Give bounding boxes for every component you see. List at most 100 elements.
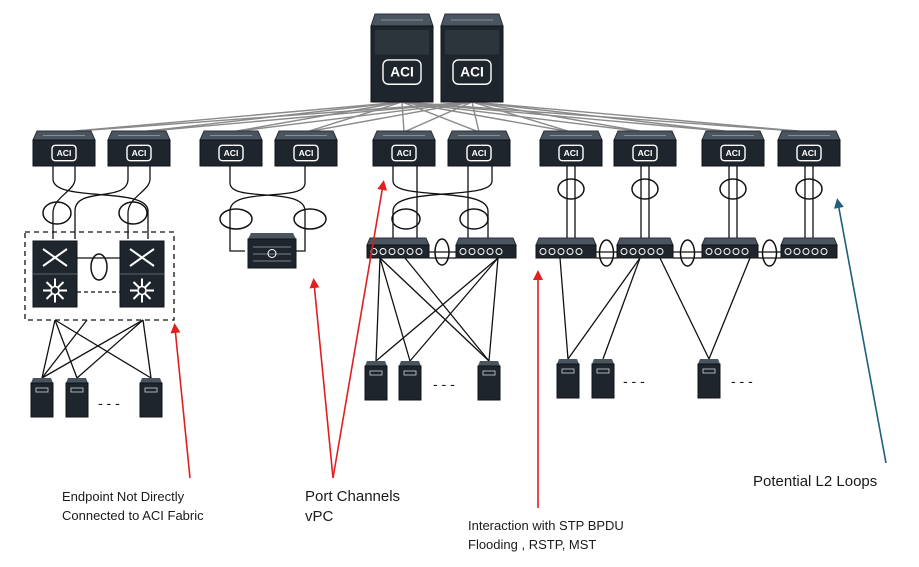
- annotation-port-channels-line2: vPC: [305, 508, 334, 525]
- spine-leaf-link: [471, 101, 646, 133]
- server-body: [65, 382, 89, 418]
- server-top: [365, 361, 387, 366]
- access-top: [780, 237, 838, 246]
- server-top: [698, 359, 720, 364]
- spine-leaf-link: [63, 101, 473, 133]
- access-switch-a: [366, 237, 430, 259]
- aci-logo-text: ACI: [57, 148, 72, 158]
- port-icon: [811, 248, 819, 255]
- aci-logo-border: [796, 144, 822, 162]
- spine-leaf-link: [138, 101, 473, 133]
- port-icon: [459, 248, 467, 255]
- aci-logo-text: ACI: [802, 148, 817, 158]
- aci-logo-border: [391, 144, 417, 162]
- access-port-channel-oval: [434, 238, 450, 266]
- server-link: [41, 319, 56, 379]
- access-top: [366, 237, 430, 246]
- access-top: [455, 237, 517, 246]
- spine-panel: [375, 30, 429, 55]
- aci-logo-text: ACI: [726, 148, 741, 158]
- server-top: [592, 359, 614, 364]
- leaf-front: [701, 139, 765, 167]
- port-icon: [495, 248, 503, 255]
- server-drive: [35, 387, 49, 393]
- server-link: [404, 257, 490, 362]
- uplink-oval: [557, 178, 585, 200]
- server-body: [477, 365, 501, 401]
- spine-leaf-link: [63, 101, 403, 133]
- link-curve: [392, 166, 489, 239]
- aci-logo-text: ACI: [564, 148, 579, 158]
- port-icon: [629, 248, 637, 255]
- aci-leaf-switch-9: ACI: [701, 130, 765, 167]
- server: [398, 361, 422, 401]
- annotation-port-channels-line1: Port Channels: [305, 488, 401, 505]
- server-body: [398, 365, 422, 401]
- aci-logo-text: ACI: [299, 148, 314, 158]
- server-body: [139, 382, 163, 418]
- server-link: [708, 257, 751, 360]
- server-link: [76, 319, 144, 379]
- port-icon: [638, 248, 646, 255]
- spine-leaf-link: [471, 101, 572, 133]
- server-link: [41, 319, 88, 379]
- port-icon: [388, 248, 396, 255]
- port-icon: [486, 248, 494, 255]
- port-icon: [548, 248, 556, 255]
- aci-logo-icon: ACI: [452, 59, 492, 85]
- access-switch-b: [455, 237, 517, 259]
- starburst-icon: [50, 285, 60, 296]
- server: [65, 378, 89, 418]
- aci-logo-icon: ACI: [720, 144, 746, 162]
- fabric-interconnect-b: [119, 240, 165, 308]
- server-link: [379, 257, 411, 362]
- chain-oval: [679, 239, 696, 267]
- port-icon: [566, 248, 574, 255]
- port-icon: [406, 248, 414, 255]
- uplink-oval: [795, 178, 823, 200]
- port-icon: [477, 248, 485, 255]
- annotation-endpoint-line2: Connected to ACI Fabric: [62, 508, 204, 523]
- server-top: [399, 361, 421, 366]
- server-drive: [70, 387, 84, 393]
- access-top: [616, 237, 674, 246]
- aci-logo-border: [632, 144, 658, 162]
- port-icon: [539, 248, 547, 255]
- aci-logo-icon: ACI: [796, 144, 822, 162]
- link-curve: [229, 166, 306, 252]
- aci-logo-icon: ACI: [51, 144, 77, 162]
- spine-panel: [445, 30, 499, 55]
- leaf-front: [32, 139, 96, 167]
- aci-leaf-switch-2: ACI: [107, 130, 171, 167]
- server: [364, 361, 388, 401]
- appliance-icon: [267, 249, 277, 258]
- server-appliance: [247, 233, 297, 269]
- port-icon: [415, 248, 423, 255]
- server: [556, 359, 580, 399]
- server-link: [567, 257, 641, 360]
- server-top: [557, 359, 579, 364]
- aci-logo-icon: ACI: [391, 144, 417, 162]
- server-link: [375, 257, 499, 362]
- chain-oval: [761, 239, 778, 267]
- spine-leaf-link: [471, 101, 480, 133]
- server: [591, 359, 615, 399]
- annotation-stp: Interaction with STP BPDU Flooding , RST…: [468, 516, 624, 554]
- aci-logo-border: [293, 144, 319, 162]
- leaf-front: [107, 139, 171, 167]
- aci-leaf-switch-5: ACI: [372, 130, 436, 167]
- server-ellipsis: - - -: [731, 373, 753, 389]
- spine-leaf-link: [401, 101, 734, 133]
- spine-leaf-link: [471, 101, 734, 133]
- server-body: [591, 363, 615, 399]
- spine-leaf-link: [230, 101, 473, 133]
- server-drive: [561, 368, 575, 374]
- aci-logo-icon: ACI: [218, 144, 244, 162]
- port-icon: [575, 248, 583, 255]
- aci-leaf-switch-4: ACI: [274, 130, 338, 167]
- annotation-stp-line1: Interaction with STP BPDU: [468, 518, 624, 533]
- fabric-interconnect-a: [32, 240, 78, 308]
- chain-oval: [598, 239, 615, 267]
- port-channel-oval: [391, 208, 421, 230]
